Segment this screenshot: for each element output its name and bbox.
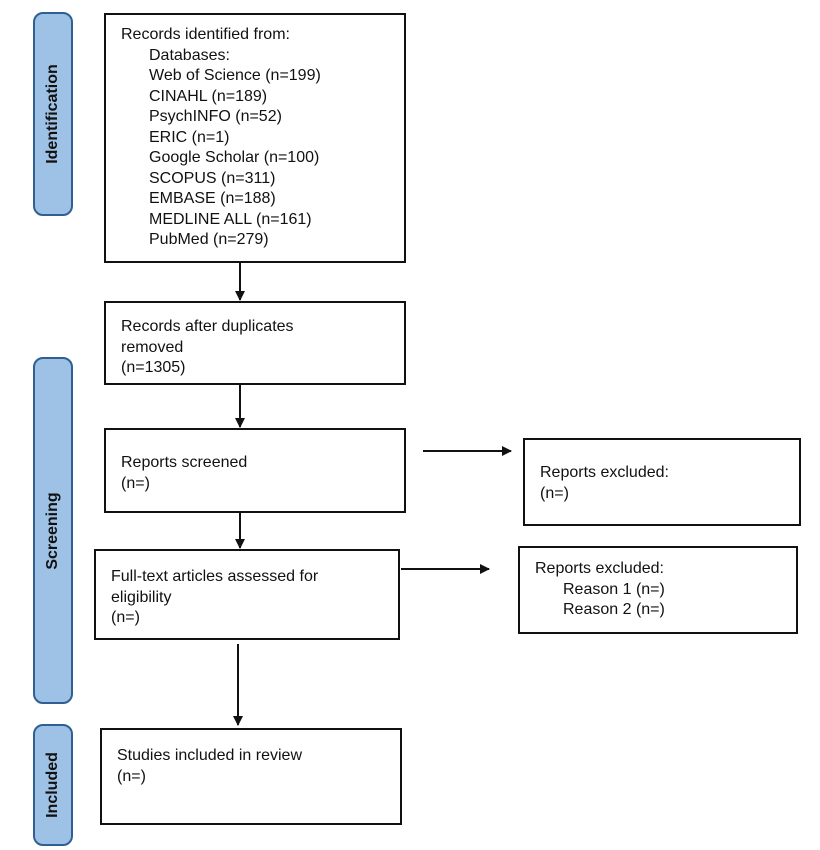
exclusion-reason-2: Reason 2 (n=): [563, 601, 665, 618]
fulltext-assessed-box: Full-text articles assessed for eligibil…: [94, 549, 400, 640]
studies-included-box: Studies included in review (n=): [100, 728, 402, 825]
reports-screened-box: Reports screened (n=): [104, 428, 406, 513]
phase-identification: Identification: [33, 12, 73, 216]
database-item: MEDLINE ALL (n=161): [149, 210, 312, 228]
database-item: PubMed (n=279): [149, 231, 269, 248]
databases-heading: Databases:: [149, 46, 230, 64]
fulltext-assessed-line1: Full-text articles assessed for: [111, 568, 319, 585]
database-item: CINAHL (n=189): [149, 87, 268, 105]
phase-screening: Screening: [33, 357, 73, 704]
records-identified-heading: Records identified from:: [121, 26, 290, 43]
reports-excluded-screening-label: Reports excluded:: [540, 464, 669, 481]
phase-included: Included: [33, 724, 73, 846]
reports-screened-label: Reports screened: [121, 454, 248, 471]
fulltext-assessed-line2: eligibility: [111, 588, 172, 606]
database-item: Web of Science (n=199): [149, 67, 321, 84]
duplicates-removed-line2: removed: [121, 338, 184, 356]
database-item: ERIC (n=1): [149, 128, 230, 146]
reports-excluded-fulltext-label: Reports excluded:: [535, 560, 664, 577]
studies-included-label: Studies included in review: [117, 747, 302, 764]
duplicates-removed-line1: Records after duplicates: [121, 318, 294, 335]
reports-excluded-screening-box: Reports excluded: (n=): [523, 438, 801, 526]
duplicates-removed-box: Records after duplicates removed (n=1305…: [104, 301, 406, 385]
fulltext-assessed-count: (n=): [111, 609, 140, 626]
reports-excluded-fulltext-box: Reports excluded: Reason 1 (n=) Reason 2…: [518, 546, 798, 634]
duplicates-removed-count: (n=1305): [121, 359, 186, 376]
studies-included-count: (n=): [117, 767, 146, 785]
reports-screened-count: (n=): [121, 474, 150, 492]
reports-excluded-screening-count: (n=): [540, 484, 569, 502]
exclusion-reason-1: Reason 1 (n=): [563, 580, 665, 598]
database-item: PsychINFO (n=52): [149, 108, 282, 125]
database-item: Google Scholar (n=100): [149, 149, 320, 166]
records-identified-box: Records identified from: Databases: Web …: [104, 13, 406, 263]
database-item: EMBASE (n=188): [149, 190, 276, 207]
database-item: SCOPUS (n=311): [149, 169, 276, 187]
